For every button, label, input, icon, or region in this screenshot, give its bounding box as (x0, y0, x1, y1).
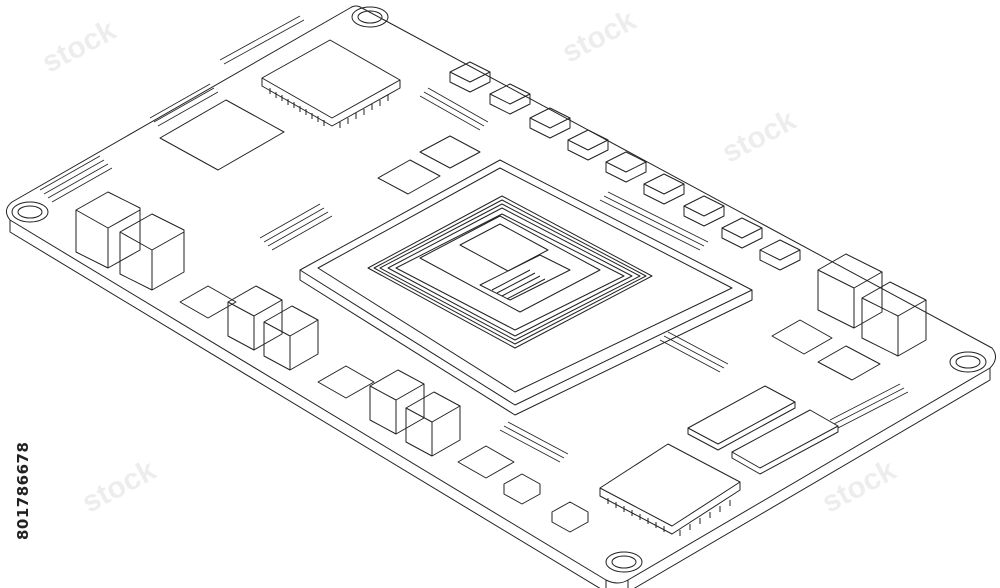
capacitors (75, 191, 927, 457)
pads (159, 99, 881, 479)
pcb-board (6, 5, 996, 588)
cpu-package (299, 159, 753, 416)
dip-chips (687, 385, 839, 475)
ic-chip-top (261, 39, 401, 128)
mounting-holes (11, 6, 987, 573)
resistor-arrays (39, 15, 909, 463)
ic-chip-bottom (599, 443, 741, 536)
smd-components (449, 61, 801, 533)
stock-image-id: 801786678 (14, 441, 32, 540)
